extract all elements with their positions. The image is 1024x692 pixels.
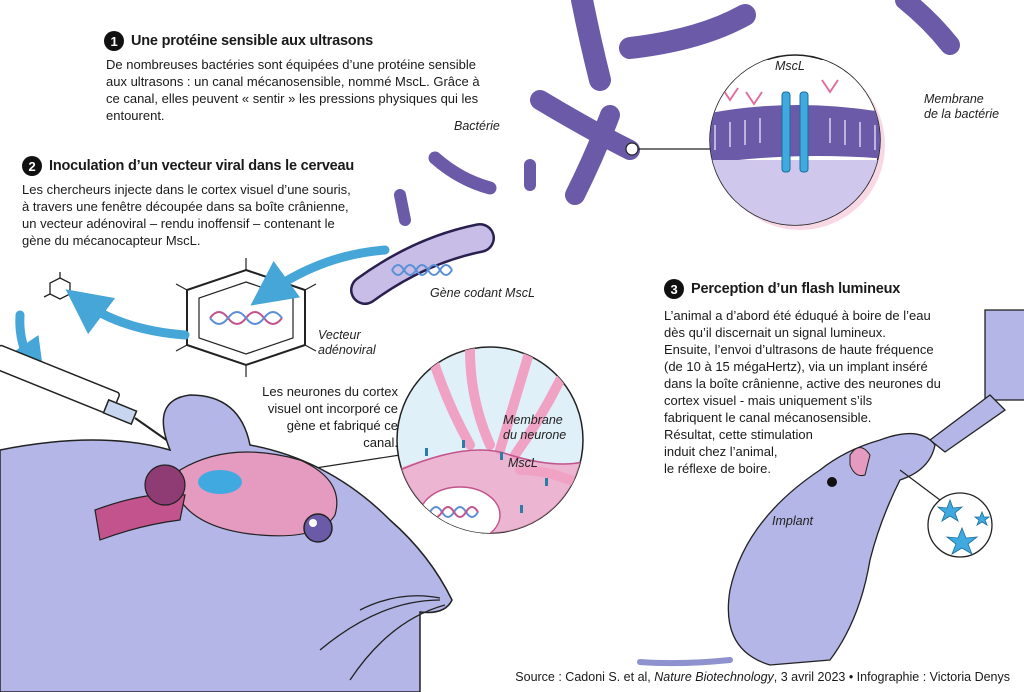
section-3-title: 3 Perception d’un flash lumineux	[664, 279, 900, 299]
label-membrane-neurone: Membrane du neurone	[503, 413, 567, 442]
section-3-line-6: cortex visuel - mais uniquement s’ils	[664, 393, 873, 408]
neuron-zoom	[237, 346, 584, 534]
label-neurones: Les neurones du cortex visuel ont incorp…	[262, 384, 398, 450]
bacterium	[530, 90, 640, 160]
bacterium	[571, 0, 611, 91]
membrane-zoom	[625, 54, 885, 230]
bacterium	[565, 105, 620, 205]
source-journal: Nature Biotechnology	[654, 670, 774, 684]
section-3-line-5: dans la boîte crânienne, active des neur…	[664, 376, 941, 391]
label-gene-mscl: Gène codant MscL	[430, 286, 535, 300]
water-bottle	[984, 309, 1024, 401]
label-mscl-neuron: MscL	[508, 456, 538, 470]
bacterium	[895, 0, 960, 55]
bacteria-group	[394, 0, 960, 226]
section-1-number: 1	[104, 31, 124, 51]
brain-stem	[94, 493, 186, 541]
section-3-line-1: L’animal a d’abord été éduqué à boire de…	[664, 308, 931, 323]
section-2-heading: Inoculation d’un vecteur viral dans le c…	[49, 158, 355, 174]
section-2-title: 2 Inoculation d’un vecteur viral dans le…	[22, 156, 354, 176]
arrow-to-vector	[250, 245, 390, 306]
label-implant: Implant	[772, 514, 813, 528]
section-1-text: De nombreuses bactéries sont équipées d’…	[106, 57, 480, 123]
section-3-number: 3	[664, 279, 684, 299]
arrow-to-small-vector	[65, 289, 190, 340]
mscl-channel	[781, 91, 809, 173]
left-mouse	[0, 394, 453, 692]
source-credit: Source : Cadoni S. et al, Nature Biotech…	[511, 668, 1014, 686]
label-vecteur-adenoviral: Vecteur adénoviral	[318, 328, 376, 357]
section-2-text: Les chercheurs injecte dans le cortex vi…	[22, 182, 351, 248]
source-suffix: , 3 avril 2023 • Infographie : Victoria …	[773, 670, 1010, 684]
source-prefix: Source : Cadoni S. et al,	[515, 670, 655, 684]
section-3-heading: Perception d’un flash lumineux	[691, 281, 901, 297]
label-mscl-membrane: MscL	[775, 59, 805, 73]
small-vector-icon	[43, 272, 77, 300]
right-mouse	[637, 309, 1024, 667]
section-3-line-4: (de 10 à 15 mégaHertz), via un implant i…	[664, 359, 928, 374]
cerebellum	[144, 464, 186, 506]
bacterium-with-gene	[350, 223, 495, 305]
visual-cortex-spot	[198, 470, 242, 494]
section-3-line-9: induit chez l’animal,	[664, 444, 778, 459]
section-1-title: 1 Une protéine sensible aux ultrasons	[104, 31, 373, 51]
section-3-line-7: fabriquent le canal mécanosensible.	[664, 410, 872, 425]
bacterium	[394, 189, 411, 226]
eye	[303, 513, 333, 543]
section-3-line-10: le réflexe de boire.	[664, 461, 771, 476]
section-2-number: 2	[22, 156, 42, 176]
label-membrane-bacterie: Membrane de la bactérie	[924, 92, 1000, 121]
label-bacterie: Bactérie	[454, 119, 500, 133]
section-3-line-8: Résultat, cette stimulation	[664, 427, 813, 442]
section-3-line-2: dès qu’il discernait un signal lumineux.	[664, 325, 886, 340]
section-1-heading: Une protéine sensible aux ultrasons	[131, 33, 373, 49]
bacterium	[619, 4, 756, 59]
section-3-line-3: Ensuite, l’envoi d’ultrasons de haute fr…	[664, 342, 934, 357]
implant	[827, 477, 837, 487]
bacterium	[428, 151, 497, 195]
syringe	[0, 344, 196, 461]
